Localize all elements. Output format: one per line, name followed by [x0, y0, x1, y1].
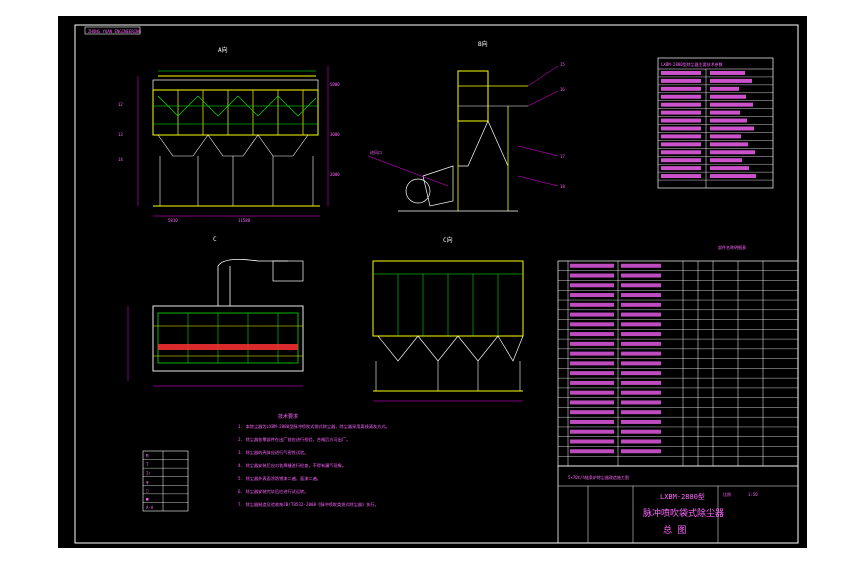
note-line: 5. 除尘器外表面涂防锈漆二遍，面漆二遍。	[238, 475, 321, 482]
legend-entry: ■	[146, 496, 149, 501]
legend-table: MT 1↑ φ □ ■ A-A	[142, 450, 189, 512]
cad-drawing: ZHONG YUAN ENGINEERING A向	[74, 24, 799, 544]
title-block-project: 5×70t/h链条炉除尘器改造施工图	[568, 474, 629, 480]
svg-text:11580: 11580	[238, 218, 251, 223]
svg-text:15: 15	[560, 62, 565, 67]
tech-parameter-table: LXBM-2880型除尘器主要技术参数	[657, 57, 774, 189]
section-view-label: C向	[443, 236, 453, 244]
title-block-scale: 1:50	[748, 492, 758, 497]
svg-text:进风口: 进风口	[370, 149, 382, 155]
side-view-label: B向	[478, 40, 488, 48]
note-line: 6. 除尘器安装完毕后应进行试运转。	[238, 488, 308, 495]
legend-entry: φ	[146, 479, 149, 484]
svg-text:17: 17	[560, 154, 565, 159]
front-view-label: A向	[218, 46, 228, 54]
parts-list-table: 部件名称明细表	[557, 244, 799, 467]
side-view: B向 进风口 15 16 17 18	[367, 40, 565, 212]
title-block: 5×70t/h链条炉除尘器改造施工图 LXBM-2880型 脉冲喷吹袋式除尘器 …	[557, 465, 799, 544]
tech-table-title: LXBM-2880型除尘器主要技术参数	[661, 61, 723, 67]
svg-text:13: 13	[118, 132, 123, 137]
legend-entry: □	[146, 488, 149, 493]
legend-entry: 1↑	[146, 471, 151, 476]
legend-entry: T	[146, 462, 149, 467]
title-block-model: LXBM-2880型	[660, 492, 705, 501]
legend-entry: M	[146, 454, 149, 459]
svg-text:2000: 2000	[330, 172, 340, 177]
svg-text:3000: 3000	[330, 132, 340, 137]
parts-table-title: 部件名称明细表	[718, 244, 746, 250]
legend-entry: A-A	[146, 505, 154, 510]
front-view: A向 58	[118, 46, 340, 223]
svg-text:16: 16	[560, 87, 565, 92]
svg-text:5810: 5810	[168, 218, 178, 223]
top-view: C	[127, 236, 304, 387]
svg-text:5000: 5000	[330, 82, 340, 87]
svg-text:18: 18	[560, 184, 565, 189]
stamp-box	[84, 26, 141, 35]
stamp-text: ZHONG YUAN ENGINEERING	[88, 29, 142, 34]
notes-title: 技术要求	[278, 413, 298, 420]
note-line: 3. 除尘器的壳体应进行气密性试验。	[238, 449, 308, 456]
section-view: C向	[372, 236, 524, 402]
drawing-sheet: ZHONG YUAN ENGINEERING A向	[58, 16, 807, 548]
title-block-scale-label: 比例	[723, 491, 731, 497]
note-line: 4. 除尘器安装后应对各焊缝进行检查，不得有漏气现象。	[238, 462, 346, 469]
note-line: 1. 本除尘器为LXBM-2880型脉冲喷吹式袋式除尘器，除尘器采用离线清灰方式…	[238, 423, 390, 430]
svg-text:14: 14	[118, 157, 123, 162]
title-block-name: 脉冲喷吹袋式除尘器	[643, 507, 724, 519]
note-line: 7. 除尘器制造及验收按JB/T8532-2008《脉冲喷吹类袋式除尘器》执行。	[238, 501, 379, 508]
top-view-label: C	[213, 236, 217, 243]
svg-text:12: 12	[118, 102, 123, 107]
title-block-subtitle: 总 图	[663, 524, 686, 536]
technical-notes: 技术要求 1. 本除尘器为LXBM-2880型脉冲喷吹式袋式除尘器，除尘器采用离…	[238, 413, 390, 508]
note-line: 2. 除尘器各零部件在出厂前应进行检验，合格后方可出厂。	[238, 436, 350, 443]
